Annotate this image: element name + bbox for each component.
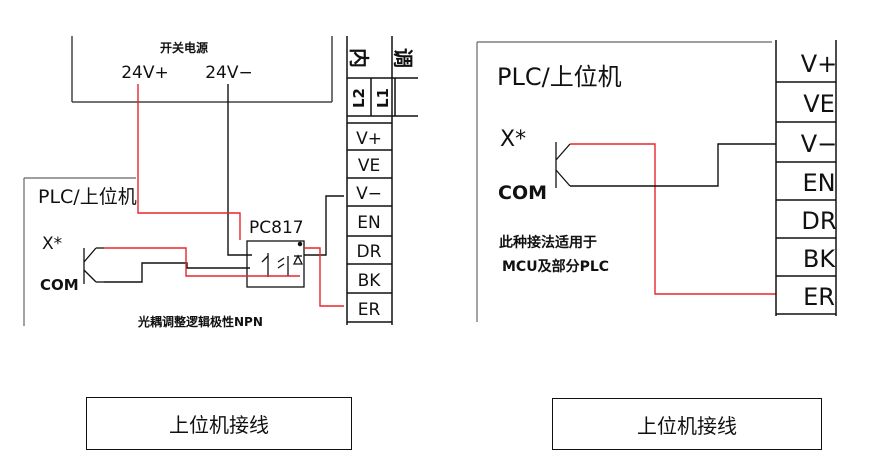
terminal-block-left: [346, 36, 418, 325]
l1-label: L1: [374, 88, 392, 108]
plc-box-left: [23, 177, 136, 326]
black-wire-right: [570, 143, 776, 187]
note-line2: MCU及部分PLC: [502, 258, 609, 275]
terminal-block-right: [775, 40, 837, 316]
optocoupler: [246, 240, 305, 288]
terminal-labels-right: V+ VE V− EN DR BK ER: [801, 50, 838, 311]
black-wires-left: [104, 84, 344, 283]
plc-box-right: [476, 41, 772, 322]
terminal-label: DR: [357, 242, 382, 262]
terminal-label: DR: [801, 207, 836, 235]
plc-com-label-left: COM: [40, 276, 79, 294]
caption-left: 上位机接线: [86, 397, 352, 450]
internal-label-2: 调: [391, 48, 415, 68]
terminal-label: V−: [356, 184, 382, 204]
caption-right-text: 上位机接线: [637, 413, 737, 438]
psu-title: 开关电源: [160, 40, 208, 55]
plc-transistor-left: [83, 247, 104, 284]
plc-x-label-left: X*: [42, 234, 62, 254]
psu-plus-label: 24V+: [121, 63, 169, 83]
terminal-label: BK: [803, 245, 836, 273]
terminal-label: VE: [358, 156, 380, 176]
terminal-label: BK: [358, 271, 382, 291]
left-wiring-diagram: 开关电源 24V+ 24V− PLC/上位机 X* COM PC817: [23, 36, 418, 329]
red-wires-left: [104, 84, 344, 307]
opto-note: 光耦调整逻辑极性NPN: [137, 314, 263, 329]
opto-label: PC817: [249, 218, 304, 238]
red-wire-right: [570, 143, 776, 295]
right-wiring-diagram: PLC/上位机 X* COM 此种接法适用于 MCU及部分PLC V+: [476, 40, 838, 322]
terminal-label: VE: [803, 90, 835, 118]
l2-label: L2: [350, 88, 368, 108]
psu-minus-label: 24V−: [205, 63, 253, 83]
caption-right: 上位机接线: [552, 398, 822, 450]
terminal-label: ER: [803, 283, 835, 311]
terminal-label: EN: [357, 213, 380, 233]
terminal-label: V−: [801, 130, 838, 158]
plc-label-left: PLC/上位机: [38, 186, 137, 208]
terminal-label: V+: [356, 129, 382, 149]
plc-label-right: PLC/上位机: [497, 63, 622, 91]
plc-transistor-right: [555, 142, 571, 188]
power-supply-box: [71, 36, 333, 103]
terminal-label: EN: [802, 169, 835, 197]
terminal-label: ER: [358, 300, 381, 320]
caption-left-text: 上位机接线: [169, 413, 269, 437]
note-line1: 此种接法适用于: [499, 234, 597, 251]
terminal-label: V+: [801, 50, 838, 78]
plc-x-label-right: X*: [500, 127, 526, 152]
internal-label-1: 内: [347, 48, 371, 68]
plc-com-label-right: COM: [498, 182, 547, 204]
terminal-labels-left: V+ VE V− EN DR BK ER: [356, 129, 382, 320]
